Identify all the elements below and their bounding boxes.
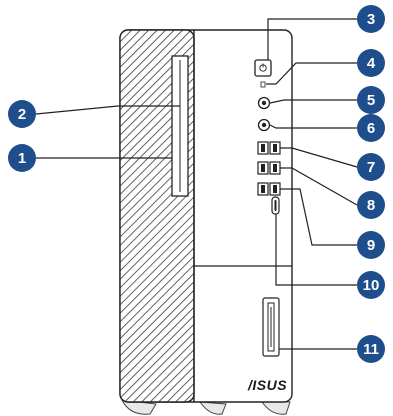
callout-11-number: 11 — [363, 341, 379, 358]
callout-7-number: 7 — [367, 159, 375, 176]
callout-5-badge — [357, 86, 385, 114]
callout-5: 5 — [357, 86, 385, 114]
callout-8-badge — [357, 191, 385, 219]
usb-port-pair-1 — [257, 141, 281, 155]
callout-3-number: 3 — [367, 11, 375, 28]
callout-4: 4 — [357, 49, 385, 77]
callout-4-badge — [357, 49, 385, 77]
left-foot — [121, 399, 157, 415]
callout-1-badge — [8, 144, 36, 172]
center-foot — [198, 401, 227, 415]
leader-2 — [35, 105, 180, 115]
hdd-led — [260, 81, 266, 88]
callout-2: 2 — [8, 100, 36, 128]
callout-9: 9 — [357, 231, 385, 259]
callout-2-badge — [8, 100, 36, 128]
optical-drive — [171, 55, 189, 197]
callout-8: 8 — [357, 191, 385, 219]
callouts: 1 2 3 4 5 6 7 8 9 10 11 — [8, 5, 385, 363]
callout-3-badge — [357, 5, 385, 33]
callout-6-number: 6 — [367, 120, 375, 137]
usb-ports — [257, 141, 281, 196]
leader-5 — [269, 99, 357, 104]
tower-case — [119, 29, 293, 415]
callout-6: 6 — [357, 114, 385, 142]
callout-3: 3 — [357, 5, 385, 33]
usb-type-c-port — [271, 196, 280, 215]
callout-9-badge — [357, 231, 385, 259]
leader-4 — [266, 62, 357, 85]
microphone-jack — [257, 118, 271, 132]
power-button — [254, 59, 272, 77]
callout-9-number: 9 — [367, 237, 375, 254]
callout-7-badge — [357, 153, 385, 181]
leader-lines — [35, 18, 358, 350]
callout-1-number: 1 — [18, 150, 26, 167]
callout-7: 7 — [357, 153, 385, 181]
headphone-jack — [257, 96, 271, 110]
leader-6 — [269, 124, 357, 129]
leader-9 — [280, 188, 357, 246]
callout-1: 1 — [8, 144, 36, 172]
callout-8-number: 8 — [367, 197, 375, 214]
leader-3 — [267, 18, 357, 60]
brand-logo: /ISUS — [247, 377, 287, 393]
right-foot — [261, 401, 291, 415]
callout-10-badge — [357, 271, 385, 299]
callout-4-number: 4 — [367, 55, 376, 72]
callout-10-number: 10 — [363, 277, 380, 294]
leader-8 — [280, 167, 358, 206]
callout-6-badge — [357, 114, 385, 142]
card-reader — [262, 297, 280, 357]
leader-10 — [275, 214, 357, 286]
callout-2-number: 2 — [18, 106, 26, 123]
callout-10: 10 — [357, 271, 385, 299]
callout-11: 11 — [357, 335, 385, 363]
leader-7 — [280, 147, 358, 168]
callout-11-badge — [357, 335, 385, 363]
callout-5-number: 5 — [367, 92, 375, 109]
